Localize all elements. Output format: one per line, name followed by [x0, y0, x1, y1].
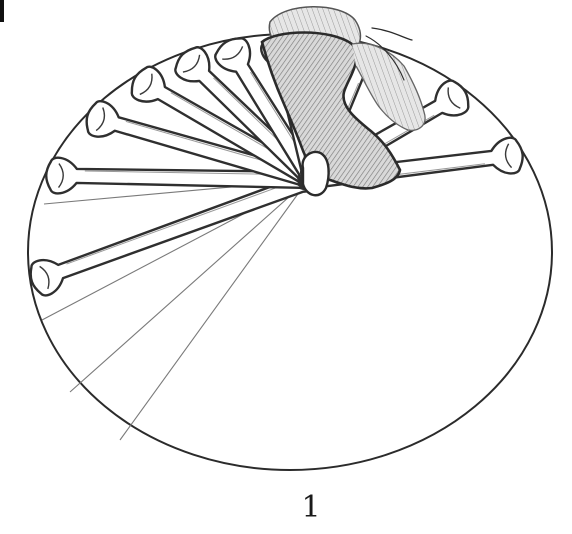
humeral-head	[303, 152, 329, 195]
radial-guides	[42, 180, 308, 440]
figure-number: 1	[296, 490, 326, 525]
clavicle-sketch	[352, 43, 425, 130]
